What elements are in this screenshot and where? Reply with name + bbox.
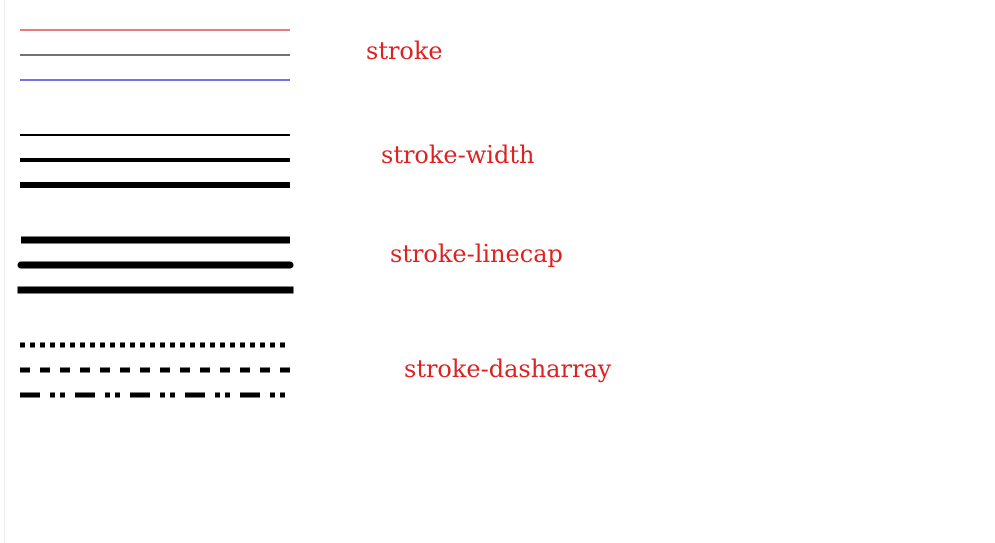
stroke-dasharray-group [20,342,290,398]
stroke-width-group [20,134,290,188]
left-border [4,0,5,543]
stroke-color-group [20,29,290,81]
stroke-label: stroke [366,37,443,65]
stroke-linecap-group [17,236,294,294]
stroke-width-label: stroke-width [381,141,534,169]
stroke-dasharray-label: stroke-dasharray [404,355,612,383]
stroke-linecap-label: stroke-linecap [390,240,563,268]
